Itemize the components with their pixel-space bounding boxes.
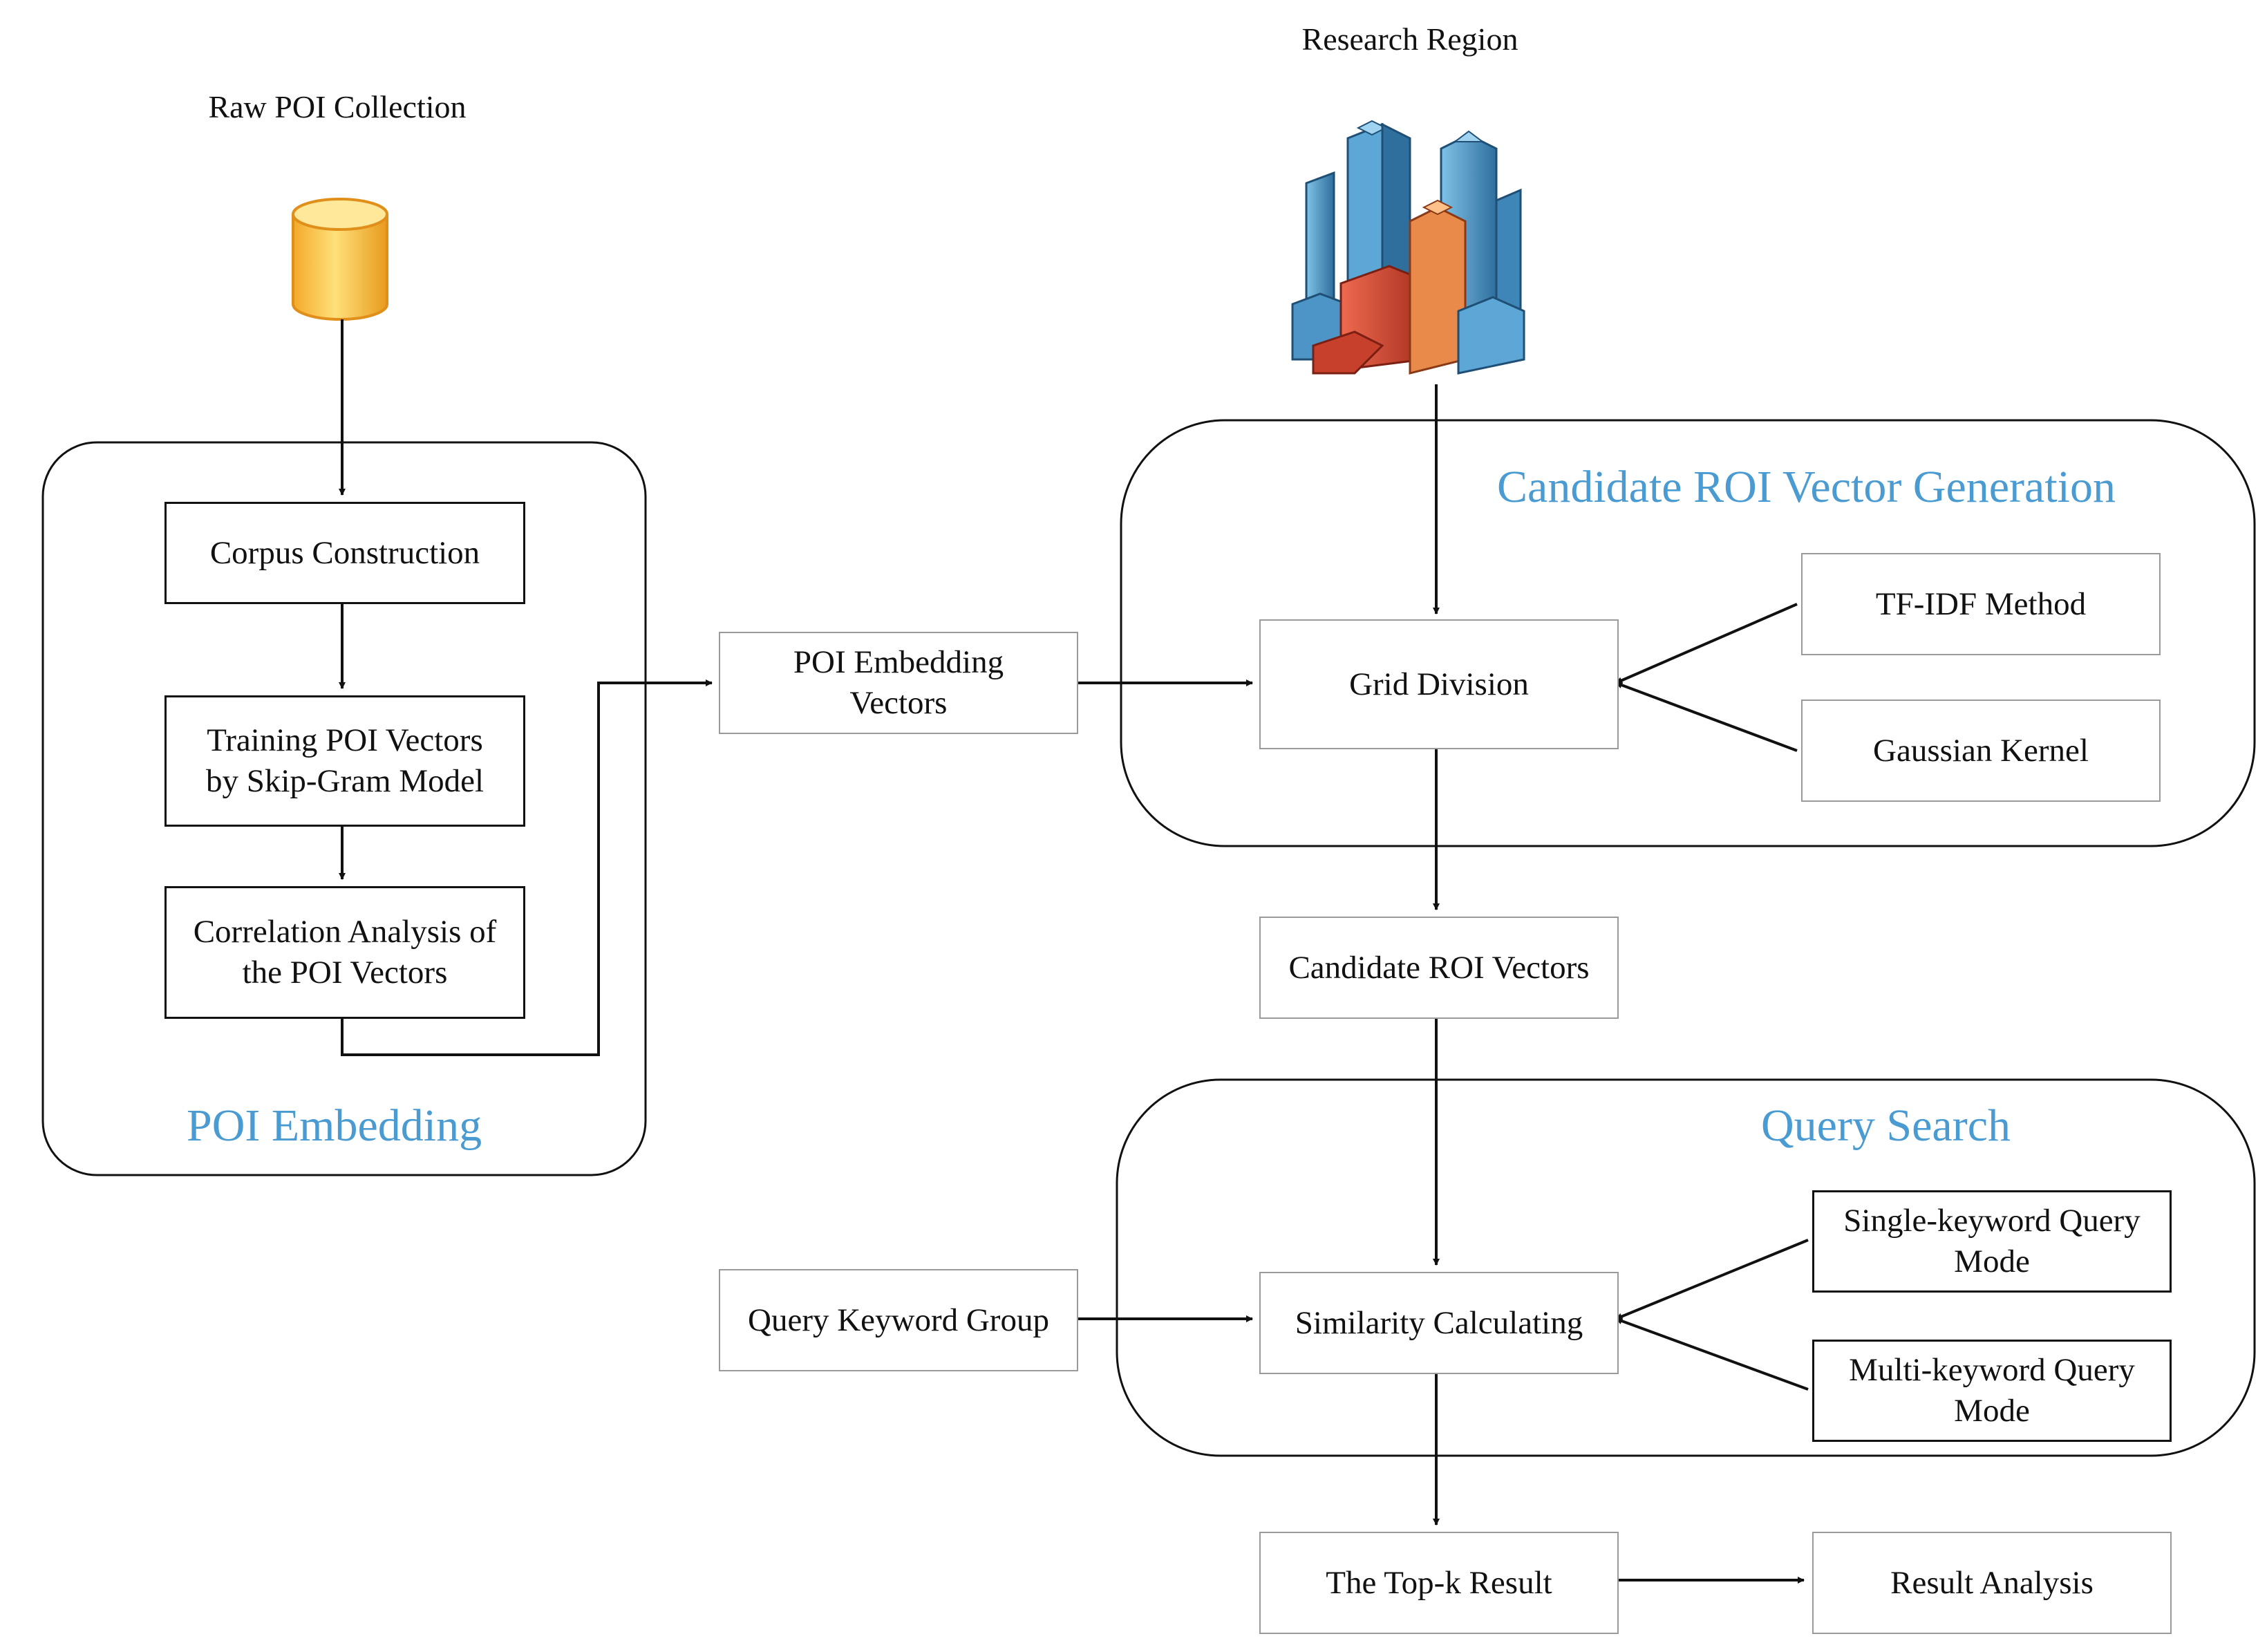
- training-poi-vectors-box: Training POI Vectors by Skip-Gram Model: [164, 695, 525, 827]
- grid-division-box: Grid Division: [1259, 619, 1619, 749]
- gaussian-kernel-box: Gaussian Kernel: [1801, 700, 2161, 802]
- training-poi-vectors-label: Training POI Vectors by Skip-Gram Model: [205, 722, 485, 799]
- multi-keyword-query-box: Multi-keyword Query Mode: [1812, 1340, 2172, 1442]
- corpus-construction-label: Corpus Construction: [209, 534, 480, 571]
- correlation-analysis-label: Correlation Analysis of the POI Vectors: [193, 914, 497, 991]
- single-keyword-query-box: Single-keyword Query Mode: [1812, 1190, 2172, 1293]
- poi-embedding-vectors-box: POI Embedding Vectors: [719, 632, 1078, 734]
- query-keyword-group-label: Query Keyword Group: [748, 1302, 1049, 1338]
- group-roi-generation: [1120, 419, 2256, 847]
- group-poi-embedding: [41, 441, 647, 1176]
- gaussian-kernel-label: Gaussian Kernel: [1873, 732, 2089, 769]
- single-keyword-query-label: Single-keyword Query Mode: [1843, 1203, 2141, 1279]
- arrow-tfidf-to-grid: [1615, 603, 1798, 684]
- tfidf-method-box: TF-IDF Method: [1801, 553, 2161, 655]
- correlation-analysis-box: Correlation Analysis of the POI Vectors: [164, 886, 525, 1019]
- corpus-construction-box: Corpus Construction: [164, 502, 525, 604]
- multi-keyword-query-label: Multi-keyword Query Mode: [1849, 1352, 2135, 1429]
- arrow-single-to-similarity: [1615, 1239, 1809, 1320]
- tfidf-method-label: TF-IDF Method: [1875, 585, 2087, 622]
- candidate-roi-vectors-label: Candidate ROI Vectors: [1288, 949, 1590, 986]
- top-k-result-label: The Top-k Result: [1326, 1564, 1552, 1601]
- top-k-result-box: The Top-k Result: [1259, 1532, 1619, 1634]
- result-analysis-label: Result Analysis: [1890, 1564, 2094, 1601]
- connectors: [339, 319, 1809, 1584]
- poi-embedding-title: POI Embedding: [187, 1100, 482, 1151]
- similarity-calculating-box: Similarity Calculating: [1259, 1272, 1619, 1374]
- query-search-title: Query Search: [1761, 1100, 2011, 1151]
- raw-poi-collection-label: Raw POI Collection: [208, 89, 467, 124]
- arrow-correlation-to-poi-vectors: [341, 679, 713, 1056]
- candidate-roi-vectors-box: Candidate ROI Vectors: [1259, 917, 1619, 1019]
- arrow-gaussian-to-grid: [1615, 682, 1798, 752]
- group-query-search: [1116, 1078, 2256, 1457]
- research-region-label: Research Region: [1301, 21, 1518, 57]
- city-buildings-icon: [1291, 120, 1525, 375]
- grid-division-label: Grid Division: [1349, 666, 1529, 702]
- query-keyword-group-box: Query Keyword Group: [719, 1269, 1078, 1371]
- roi-generation-title: Candidate ROI Vector Generation: [1497, 462, 2116, 512]
- poi-embedding-vectors-label: POI Embedding Vectors: [793, 644, 1004, 721]
- arrow-multi-to-similarity: [1615, 1317, 1809, 1391]
- database-icon: [292, 198, 388, 321]
- similarity-calculating-label: Similarity Calculating: [1295, 1304, 1583, 1341]
- result-analysis-box: Result Analysis: [1812, 1532, 2172, 1634]
